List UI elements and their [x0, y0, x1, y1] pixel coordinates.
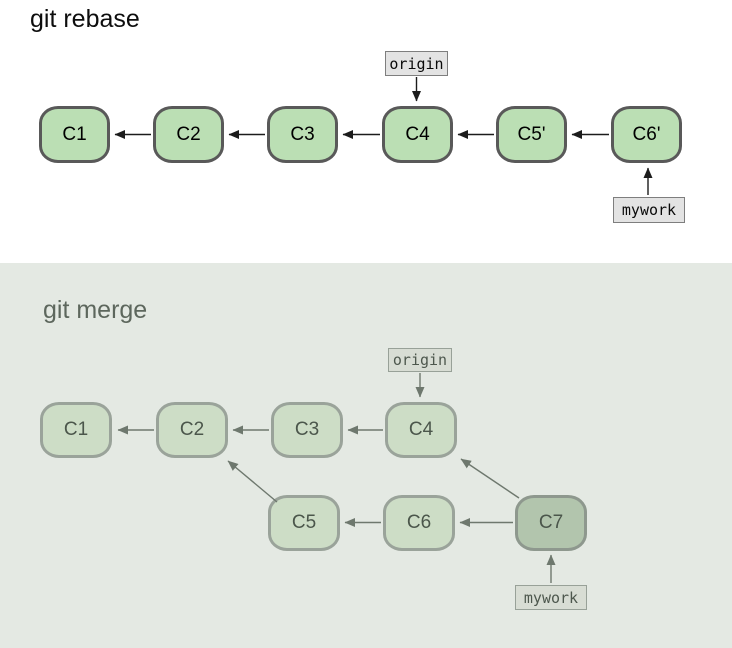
rebase-commit-node-c5p: C5' [496, 106, 567, 163]
merge-commit-node-c2: C2 [156, 402, 228, 458]
merge-commit-node-c4: C4 [385, 402, 457, 458]
rebase-origin-ref-label: origin [385, 51, 448, 76]
rebase-commit-node-c1: C1 [39, 106, 110, 163]
rebase-commit-node-c3: C3 [267, 106, 338, 163]
merge-panel: git merge origin C1 C2 C3 C4 C5 C6 C7 my… [0, 263, 732, 648]
merge-commit-node-c7: C7 [515, 495, 587, 551]
merge-mywork-ref-label: mywork [515, 585, 587, 610]
rebase-commit-node-c6p: C6' [611, 106, 682, 163]
rebase-panel: git rebase origin C1 C2 C3 C4 C5' C6' my… [0, 0, 732, 263]
rebase-commit-node-c2: C2 [153, 106, 224, 163]
merge-origin-ref-label: origin [388, 348, 452, 372]
merge-commit-node-c1: C1 [40, 402, 112, 458]
merge-commit-node-c3: C3 [271, 402, 343, 458]
merge-commit-node-c6: C6 [383, 495, 455, 551]
merge-title: git merge [43, 296, 148, 324]
merge-commit-node-c5: C5 [268, 495, 340, 551]
rebase-commit-node-c4: C4 [382, 106, 453, 163]
rebase-mywork-ref-label: mywork [613, 197, 685, 223]
rebase-title: git rebase [30, 5, 140, 33]
